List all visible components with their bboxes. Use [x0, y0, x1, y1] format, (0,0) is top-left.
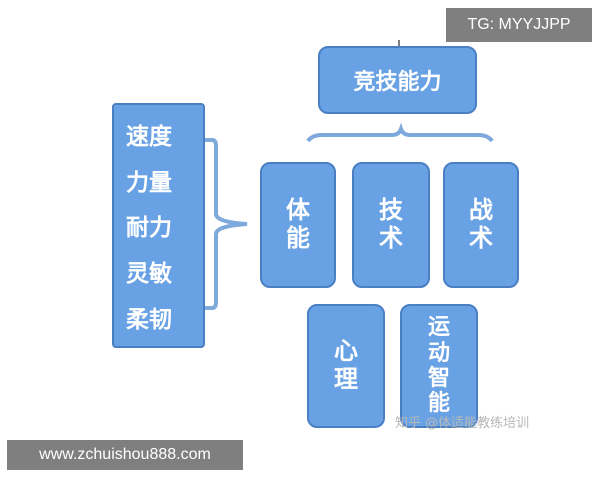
psychology-char-1: 心	[334, 337, 358, 366]
left-bracket	[205, 138, 248, 310]
physical-fitness-char-1: 体	[286, 196, 310, 225]
sports-intelligence-char-4: 能	[427, 391, 450, 417]
tactics-char-1: 战	[469, 196, 493, 225]
sports-intelligence-box: 运 动 智 能	[400, 304, 478, 428]
list-item-flexibility: 柔韧	[126, 307, 172, 334]
competitive-ability-box: 竞技能力	[318, 46, 477, 114]
top-brace	[306, 122, 494, 143]
physical-qualities-list: 速度 力量 耐力 灵敏 柔韧	[112, 103, 205, 348]
sports-intelligence-char-2: 动	[427, 340, 450, 366]
physical-fitness-char-2: 能	[286, 224, 310, 252]
watermark-top-right-text: TG: MYYJJPP	[467, 16, 571, 33]
technique-char-2: 术	[379, 224, 403, 252]
watermark-bottom-left: www.zchuishou888.com	[7, 440, 243, 470]
watermark-top-right: TG: MYYJJPP	[446, 8, 592, 42]
sports-intelligence-char-3: 智	[427, 366, 450, 391]
psychology-char-2: 理	[334, 365, 358, 393]
competitive-ability-label: 竞技能力	[353, 70, 442, 95]
technique-char-1: 技	[379, 196, 403, 225]
physical-fitness-box: 体 能	[260, 162, 336, 288]
technique-box: 技 术	[352, 162, 430, 288]
list-item-endurance: 耐力	[126, 215, 172, 242]
list-item-agility: 灵敏	[126, 261, 172, 288]
credit-watermark: 知乎 @体适能教练培训	[395, 416, 530, 431]
list-item-strength: 力量	[126, 169, 172, 196]
tactics-char-2: 术	[469, 224, 493, 252]
sports-intelligence-char-1: 运	[427, 315, 450, 341]
watermark-bottom-left-text: www.zchuishou888.com	[39, 446, 211, 463]
list-item-speed: 速度	[126, 123, 172, 150]
psychology-box: 心 理	[307, 304, 385, 428]
tactics-box: 战 术	[443, 162, 519, 288]
